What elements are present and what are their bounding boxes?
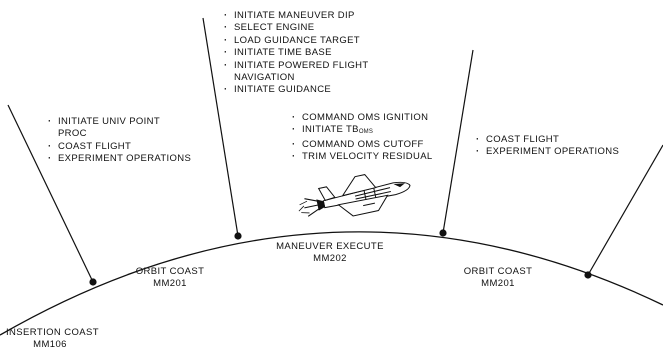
list-item: LOAD GUIDANCE TARGET [224,35,369,48]
phase-label-insertion-coast: INSERTION COAST MM106 [6,327,99,350]
phase-label-orbit-coast-right: ORBIT COAST MM201 [458,266,538,289]
phase-divider-1 [7,104,94,283]
phase-name: ORBIT COAST [463,266,533,277]
list-item: COMMAND OMS CUTOFF [292,139,433,152]
right-task-list: COAST FLIGHT EXPERIMENT OPERATIONS [476,134,619,159]
phase-code: MM106 [33,338,67,350]
transition-point-1 [89,278,97,286]
maneuver-task-list: COMMAND OMS IGNITION INITIATE TBOMS COMM… [292,112,433,164]
transition-point-3 [439,229,447,237]
phase-label-orbit-coast-left: ORBIT COAST MM201 [130,266,210,289]
phase-code: MM201 [481,277,515,289]
tb-subscript: OMS [358,129,374,136]
phase-name: MANEUVER EXECUTE [276,241,384,252]
list-item: EXPERIMENT OPERATIONS [476,146,619,159]
list-item: PROC [58,128,87,140]
list-item: INITIATE UNIV POINT [48,116,191,129]
list-item: INITIATE TIME BASE [224,47,369,60]
phase-divider-4 [587,144,663,276]
left-task-list: INITIATE UNIV POINT PROC COAST FLIGHT EX… [48,116,191,166]
list-item: INITIATE POWERED FLIGHT [224,60,369,73]
list-item: SELECT ENGINE [224,22,369,35]
list-item: NAVIGATION [234,72,295,84]
list-item: TRIM VELOCITY RESIDUAL [292,151,433,164]
orbit-arc [0,231,663,336]
transition-point-2 [234,232,242,240]
phase-name: ORBIT COAST [135,266,205,277]
phase-divider-3 [442,49,474,234]
tb-label: INITIATE TB [302,124,359,136]
space-shuttle-icon [298,174,411,217]
list-item: INITIATE GUIDANCE [224,84,369,97]
list-item: COAST FLIGHT [476,134,619,147]
list-item: INITIATE TBOMS [292,124,433,138]
list-item: INITIATE MANEUVER DIP [224,10,369,23]
list-item: COAST FLIGHT [48,141,191,154]
phase-code: MM202 [313,252,347,264]
list-item: COMMAND OMS IGNITION [292,112,433,125]
phase-name: INSERTION COAST [6,327,99,338]
phase-label-maneuver-execute: MANEUVER EXECUTE MM202 [270,241,390,264]
phase-divider-2 [202,17,239,237]
transition-point-4 [584,271,592,279]
top-task-list: INITIATE MANEUVER DIP SELECT ENGINE LOAD… [224,10,369,97]
phase-code: MM201 [153,277,187,289]
list-item: EXPERIMENT OPERATIONS [48,153,191,166]
